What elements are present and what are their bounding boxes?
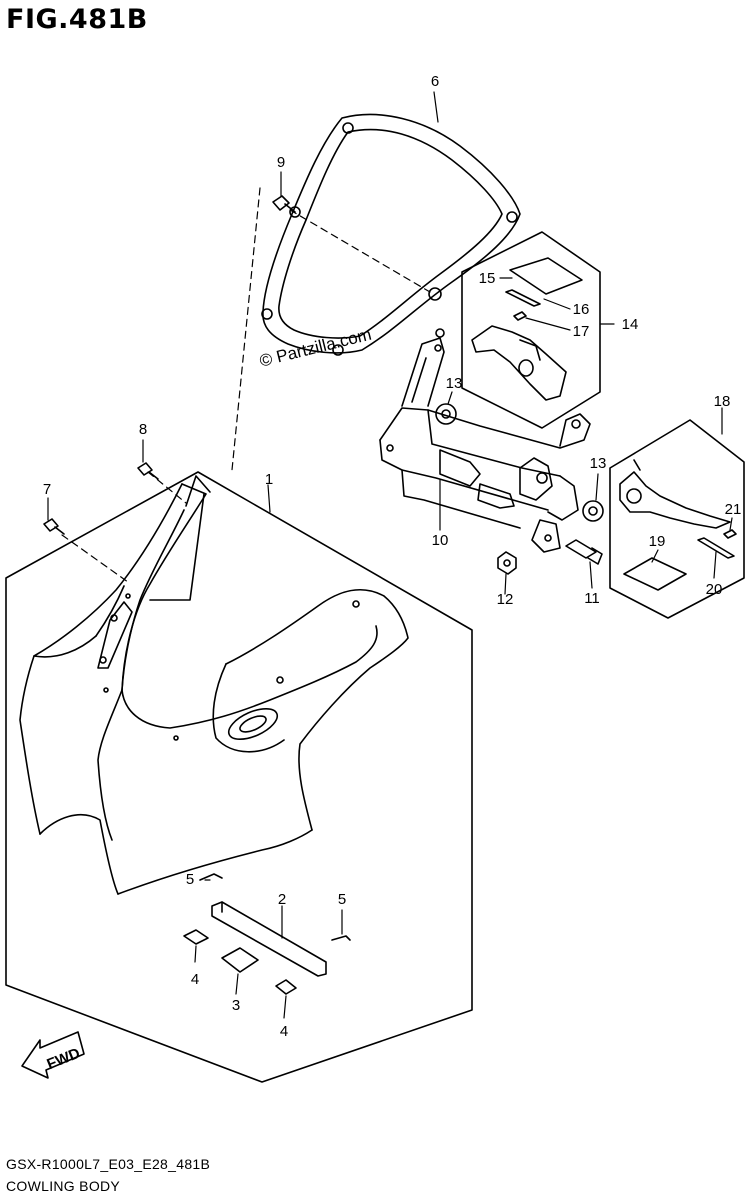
kit-14-parts [471, 257, 583, 401]
callout-label: 5 [186, 871, 194, 888]
bolt-8 [137, 462, 159, 480]
callout-label: 19 [649, 533, 666, 550]
fwd-label: FWD [45, 1045, 83, 1074]
callout-label: 6 [431, 73, 439, 90]
kit-18-parts [619, 459, 737, 591]
callout-label: 20 [706, 581, 723, 598]
section-name: COWLING BODY [6, 1178, 121, 1194]
nut-12 [497, 551, 517, 575]
callout-label: 13 [446, 375, 463, 392]
fwd-arrow-icon [21, 1031, 85, 1079]
callout-label: 21 [725, 501, 742, 518]
callout-label: 14 [622, 316, 639, 333]
model-code: GSX-R1000L7_E03_E28_481B [6, 1156, 211, 1172]
figure-title: FIG.481B [6, 4, 148, 35]
callout-label: 11 [584, 590, 600, 607]
callout-label: 1 [265, 471, 273, 488]
bolt-7 [43, 518, 65, 535]
callout-label: 18 [714, 393, 731, 410]
leader-dashes [61, 187, 431, 583]
cowling-box [5, 471, 473, 1083]
callout-label: 7 [43, 481, 51, 498]
callout-label: 5 [338, 891, 346, 908]
callout-label: 12 [497, 591, 514, 608]
group-box-18 [609, 419, 745, 619]
callout-label: 8 [139, 421, 147, 438]
callout-label: 4 [280, 1023, 288, 1040]
callout-label: 10 [432, 532, 449, 549]
callout-label: 3 [232, 997, 240, 1014]
callout-label: 16 [573, 301, 590, 318]
bolt-11 [565, 539, 603, 565]
callout-label: 9 [277, 154, 285, 171]
callout-leaders [47, 91, 733, 1019]
cowling-body [19, 475, 409, 895]
mounting-bracket [379, 337, 591, 553]
grommet-13-left [435, 403, 457, 425]
windscreen [261, 113, 521, 356]
callout-label: 13 [590, 455, 607, 472]
callout-label: 2 [278, 891, 286, 908]
small-parts [183, 873, 351, 995]
callout-label: 15 [479, 270, 496, 287]
grommet-13-right [582, 500, 604, 522]
callout-label: 4 [191, 971, 199, 988]
callout-numbers: 1 2 3 4 4 5 5 6 7 8 9 10 11 12 13 13 14 … [43, 73, 742, 1040]
bolt-9 [272, 195, 296, 213]
group-box-14 [461, 231, 601, 429]
callout-label: 17 [573, 323, 590, 340]
